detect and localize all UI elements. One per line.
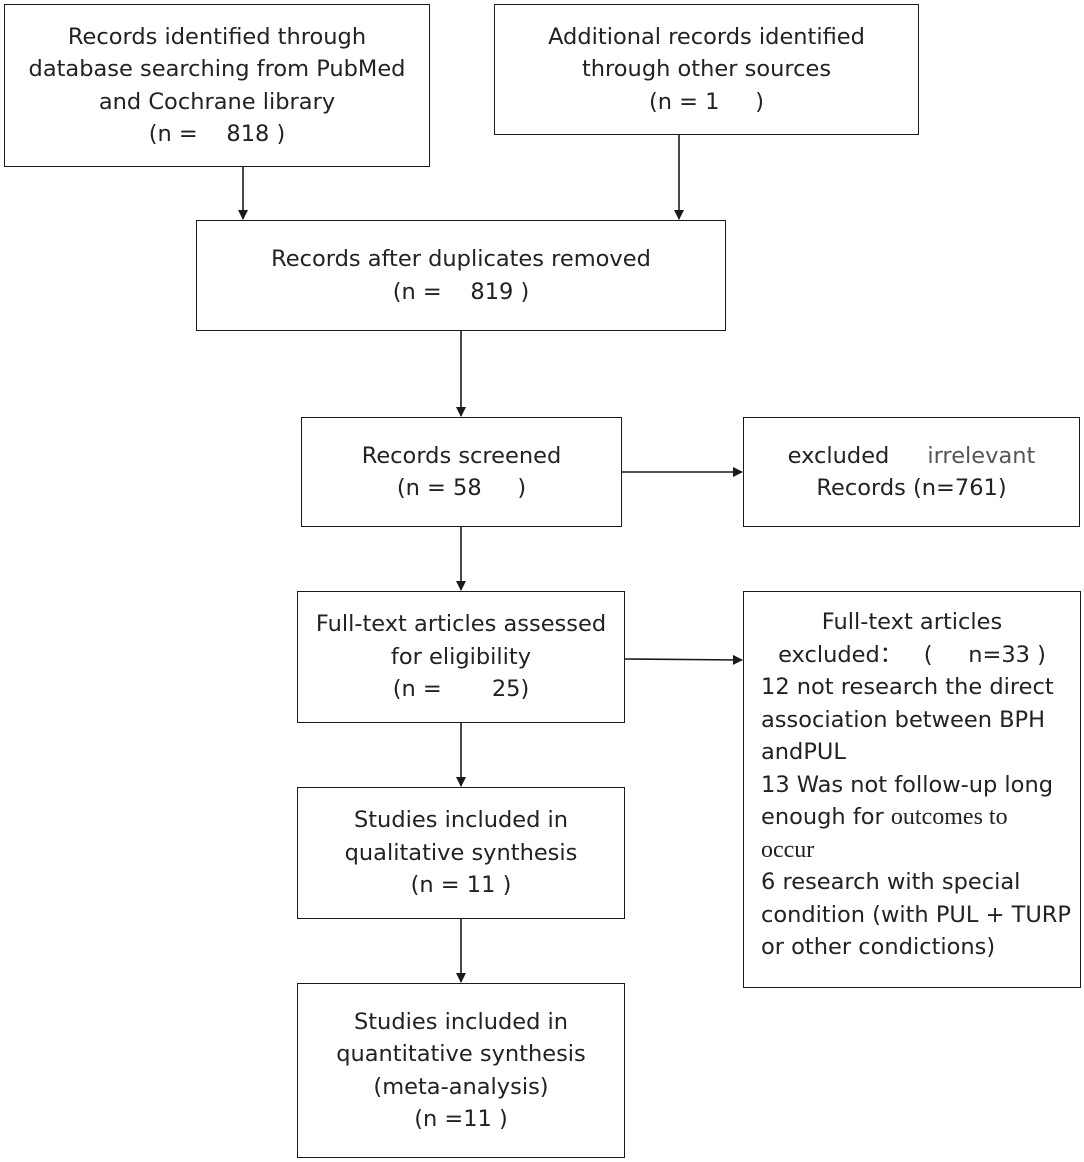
box-line: for eligibility: [390, 643, 532, 670]
box-line: Studies included in: [353, 1008, 569, 1035]
box-line: (n = 25): [392, 676, 530, 703]
box-line: Full-text articles: [821, 609, 1003, 635]
irrelevant-label: irrelevant: [927, 442, 1036, 469]
box-records-identified-database: Records identified through database sear…: [4, 4, 430, 167]
box-full-text-assessed: Full-text articles assessed for eligibil…: [297, 591, 625, 723]
box-line: excluded irrelevant: [788, 440, 1036, 473]
box-studies-qualitative: Studies included in qualitative synthesi…: [297, 787, 625, 919]
box-line: Full-text articles assessed: [315, 611, 607, 638]
box-excluded-irrelevant: excluded irrelevant Records (n=761): [743, 417, 1080, 527]
box-line: 12 not research the direct: [761, 674, 1054, 700]
box-line: quantitative synthesis: [336, 1041, 586, 1067]
box-records-after-duplicates: Records after duplicates removed (n = 81…: [196, 220, 726, 331]
box-line: (n = 818 ): [148, 121, 286, 147]
box-full-text-excluded: Full-text articles excluded： ( n=33 ) 12…: [743, 591, 1081, 988]
box-line: association between BPH: [761, 706, 1046, 733]
box-line: Records after duplicates removed: [271, 246, 651, 272]
box-line: excluded： ( n=33 ): [778, 641, 1046, 668]
box-line: 6 research with special: [761, 869, 1021, 895]
excluded-label: excluded: [787, 442, 890, 469]
box-line: Studies included in: [353, 807, 569, 834]
arrow-fulltext-to-excluded: [623, 654, 743, 665]
box-line: andPUL: [761, 739, 846, 765]
box-line: or other condictions): [761, 934, 996, 960]
box-additional-records: Additional records identified through ot…: [494, 4, 919, 135]
box-line: (meta-analysis): [373, 1073, 549, 1100]
box-line: Records identified through: [67, 23, 367, 50]
box-records-screened: Records screened (n = 58 ): [301, 417, 622, 527]
box-line: Records (n=761): [816, 475, 1007, 501]
box-line: (n = 58 ): [396, 475, 527, 501]
reason-text: enough for: [761, 804, 884, 830]
box-line: enough for outcomes to: [761, 801, 1080, 834]
box-line: (n =11 ): [414, 1106, 508, 1132]
box-line: 13 Was not follow-up long: [761, 771, 1053, 798]
box-line: through other sources: [581, 56, 832, 83]
box-line: (n = 1 ): [648, 88, 765, 115]
box-line: database searching from PubMed: [28, 56, 406, 82]
box-line: (n = 11 ): [410, 872, 512, 899]
box-line: (n = 819 ): [392, 278, 530, 305]
box-line: and Cochrane library: [98, 88, 336, 115]
box-studies-quantitative: Studies included in quantitative synthes…: [297, 983, 625, 1158]
reason-text: outcomes to: [890, 804, 1008, 830]
box-line: Additional records identified: [548, 23, 865, 50]
box-line: occur: [761, 836, 815, 863]
box-line: Records screened: [361, 442, 562, 469]
box-line: condition (with PUL + TURP: [761, 901, 1071, 928]
box-line: qualitative synthesis: [344, 839, 578, 866]
exclusion-reasons: 12 not research the direct association b…: [744, 671, 1080, 964]
